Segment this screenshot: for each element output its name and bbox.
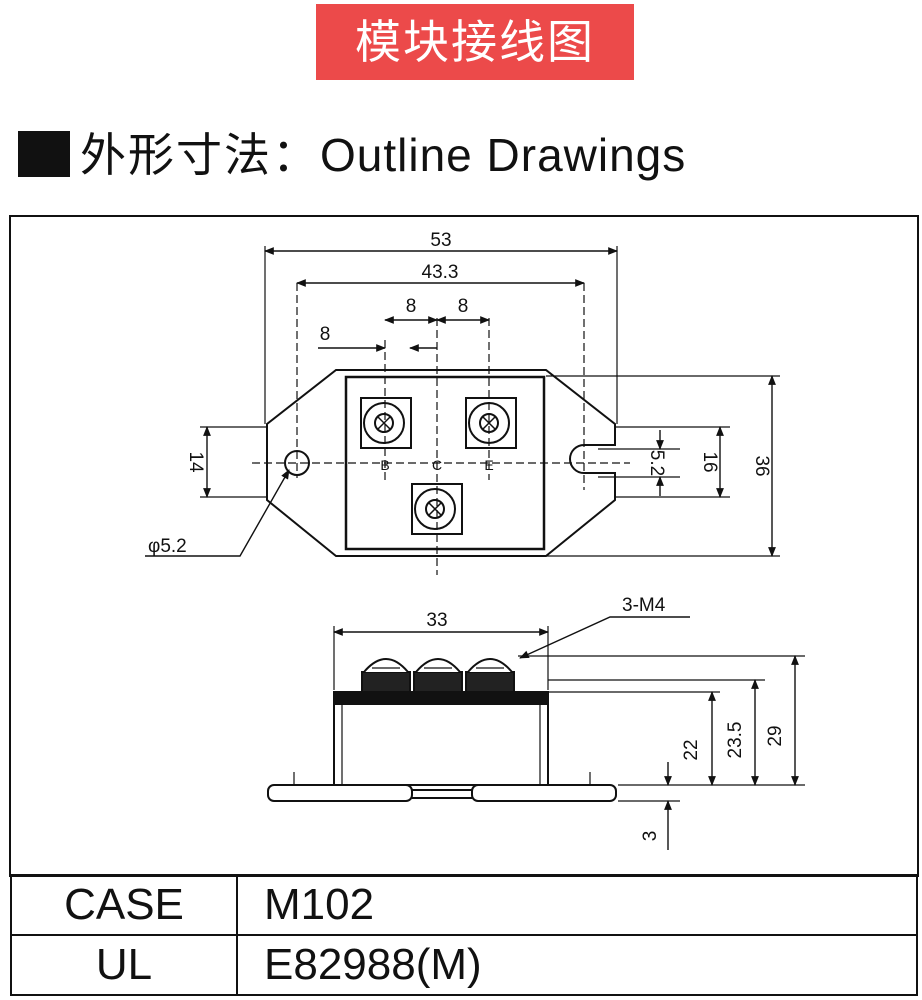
spec-table: CASE M102 UL E82988(M)	[10, 874, 918, 996]
spec-value-ul: E82988(M)	[236, 934, 918, 996]
dim-pitch-c: 8	[320, 324, 331, 345]
dim-overall-height: 36	[751, 455, 772, 476]
screw-head-mid-icon	[413, 658, 463, 693]
extension-lines	[200, 246, 780, 557]
dim-hole-diameter: φ5.2	[148, 536, 187, 557]
base-flange-right	[471, 784, 617, 802]
dim-pitch-b: 8	[458, 296, 469, 317]
terminal-label-b: B	[380, 457, 389, 473]
terminal-label-e: E	[484, 457, 493, 473]
table-row: UL E82988(M)	[10, 934, 918, 996]
top-view	[145, 246, 780, 575]
screw-head-right-icon	[465, 658, 515, 693]
table-row: CASE M102	[10, 874, 918, 936]
dim-pitch-a: 8	[406, 296, 417, 317]
base-flange-left	[267, 784, 413, 802]
dim-body-height: 22	[681, 739, 702, 760]
dim-slot-width: 5.2	[646, 450, 667, 476]
side-body-top	[333, 691, 549, 705]
dim-center-width: 16	[699, 451, 720, 472]
dim-total-height: 29	[765, 725, 786, 746]
dim-to-terminal-base: 23.5	[725, 722, 746, 759]
black-square-icon	[18, 131, 70, 177]
screw-head-left-icon	[361, 658, 411, 693]
leader-screws	[519, 616, 690, 659]
dim-flange-thickness: 3	[640, 831, 661, 842]
terminal-b-icon	[360, 397, 412, 449]
dim-screws: 3-M4	[622, 595, 666, 616]
spec-key-case: CASE	[10, 874, 238, 936]
spec-key-ul: UL	[10, 934, 238, 996]
dim-terminal-span: 33	[426, 610, 447, 631]
dim-hole-pitch: 43.3	[422, 262, 459, 283]
center-lines	[252, 283, 630, 575]
section-heading: 外形寸法：Outline Drawings	[18, 125, 686, 185]
side-body	[333, 691, 549, 786]
terminal-e-icon	[465, 397, 517, 449]
heading-title-en: Outline Drawings	[320, 129, 687, 181]
heading-title-cn: 外形寸法：	[80, 128, 320, 182]
leader-hole-diameter	[145, 469, 290, 557]
spec-value-case: M102	[236, 874, 918, 936]
dim-overall-width: 53	[430, 230, 451, 251]
title-banner: 模块接线图	[316, 4, 634, 80]
terminal-label-c: C	[432, 457, 442, 473]
terminal-c-icon	[411, 483, 463, 535]
side-view	[267, 616, 805, 850]
dim-left-width: 14	[185, 451, 206, 473]
